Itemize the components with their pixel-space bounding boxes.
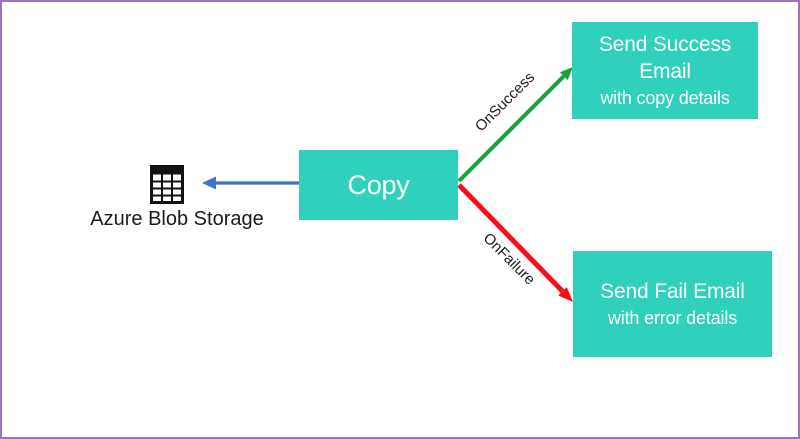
table-icon <box>150 165 184 204</box>
copy-activity-label: Copy <box>347 169 410 200</box>
on-success-edge-label: OnSuccess <box>471 68 539 136</box>
on-failure-arrow-line <box>457 183 565 294</box>
send-fail-email-subtitle: with error details <box>607 307 738 328</box>
source-dataset-label: Azure Blob Storage <box>90 208 264 230</box>
send-success-email-title: Send Success Email <box>598 32 732 84</box>
send-success-email-node: Send Success Email with copy details <box>572 22 758 119</box>
dataset-arrow-head <box>202 176 216 190</box>
on-failure-arrow-head <box>558 287 573 302</box>
copy-activity-node: Copy <box>299 150 458 220</box>
send-fail-email-node: Send Fail Email with error details <box>573 251 772 357</box>
on-failure-edge-label: OnFailure <box>479 229 539 289</box>
send-fail-email-title: Send Fail Email <box>600 279 745 303</box>
send-success-email-subtitle: with copy details <box>600 88 730 109</box>
